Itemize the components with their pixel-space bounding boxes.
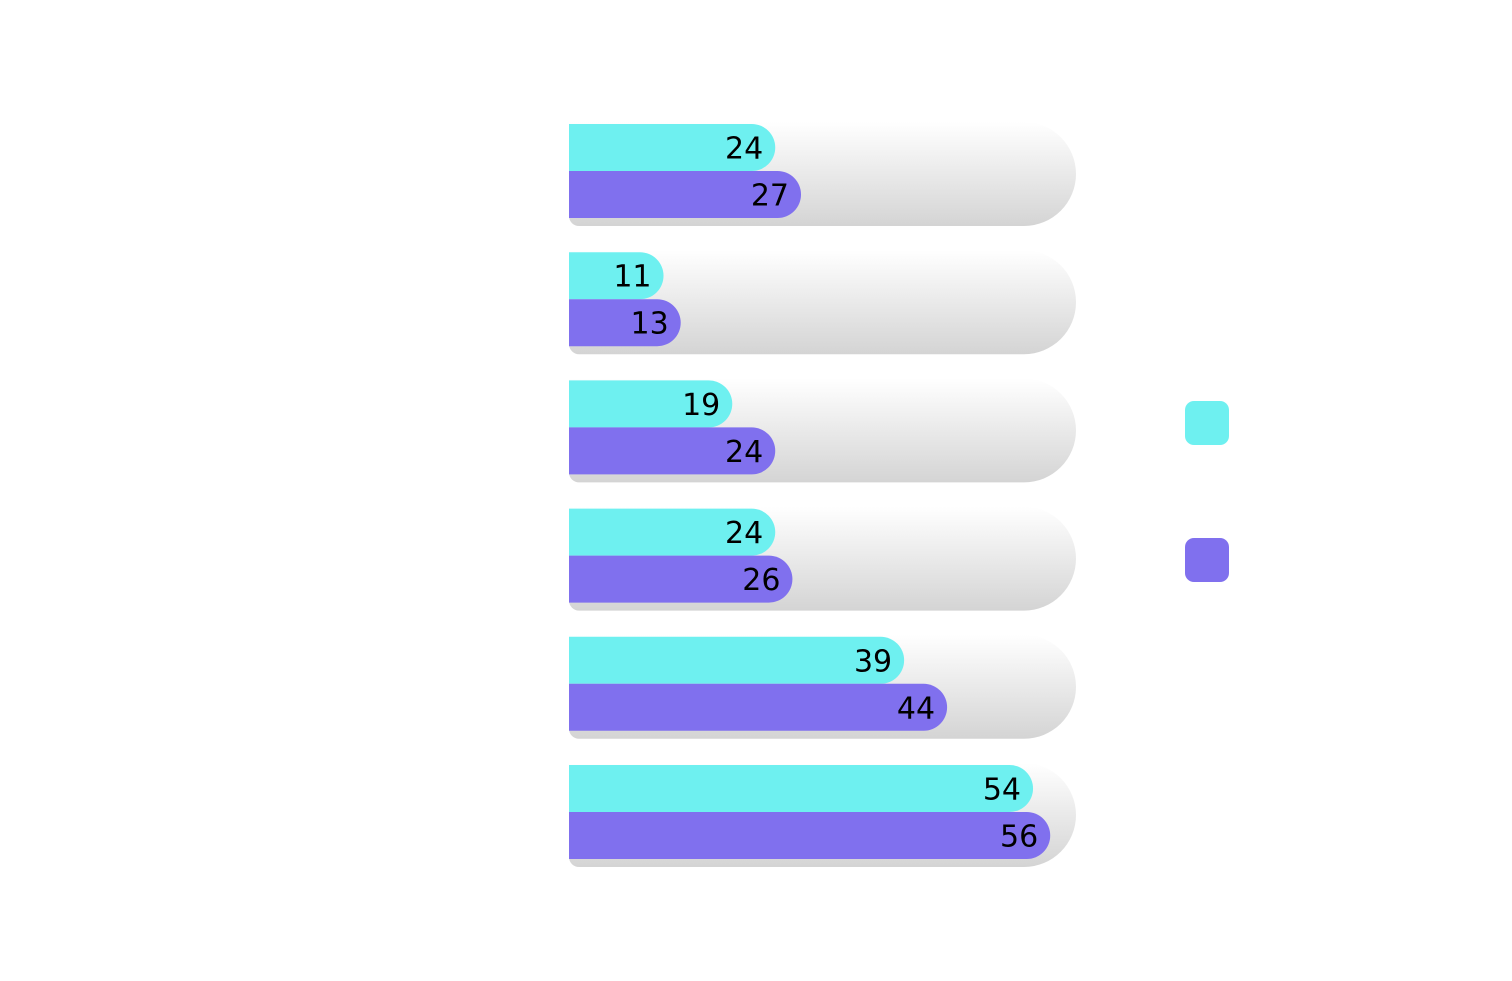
bar-series2-row4 <box>569 555 793 603</box>
value-label-series1-row5: 39 <box>854 644 892 679</box>
bar-tracks <box>569 122 1076 867</box>
value-label-series1-row2: 11 <box>613 260 651 295</box>
bars <box>569 124 1051 859</box>
legend-swatch-series2 <box>1185 538 1229 582</box>
value-label-series2-row3: 24 <box>725 435 763 470</box>
bar-series2-row3 <box>569 427 776 475</box>
value-label-series2-row5: 44 <box>897 691 935 726</box>
bar-series2-row2 <box>569 299 681 347</box>
bar-series1-row4 <box>569 508 776 556</box>
value-label-series2-row4: 26 <box>742 563 780 598</box>
value-label-series1-row3: 19 <box>682 388 720 423</box>
value-label-series2-row6: 56 <box>1000 820 1038 855</box>
bar-series2-row1 <box>569 171 802 218</box>
bar-series1-row3 <box>569 380 733 428</box>
value-label-series1-row1: 24 <box>725 132 763 167</box>
bar-series1-row5 <box>569 636 905 684</box>
value-label-series2-row2: 13 <box>631 307 669 342</box>
bar-series1-row2 <box>569 252 664 300</box>
bar-series2-row5 <box>569 683 948 731</box>
legend-swatch-series1 <box>1185 401 1229 445</box>
value-label-series2-row1: 27 <box>751 179 789 214</box>
value-label-series1-row4: 24 <box>725 516 763 551</box>
bar-series1-row1 <box>569 124 776 171</box>
legend <box>1185 401 1229 582</box>
bar-series2-row6 <box>569 812 1051 859</box>
bar-track <box>569 250 1076 355</box>
value-label-series1-row6: 54 <box>983 773 1021 808</box>
bar-series1-row6 <box>569 765 1034 812</box>
